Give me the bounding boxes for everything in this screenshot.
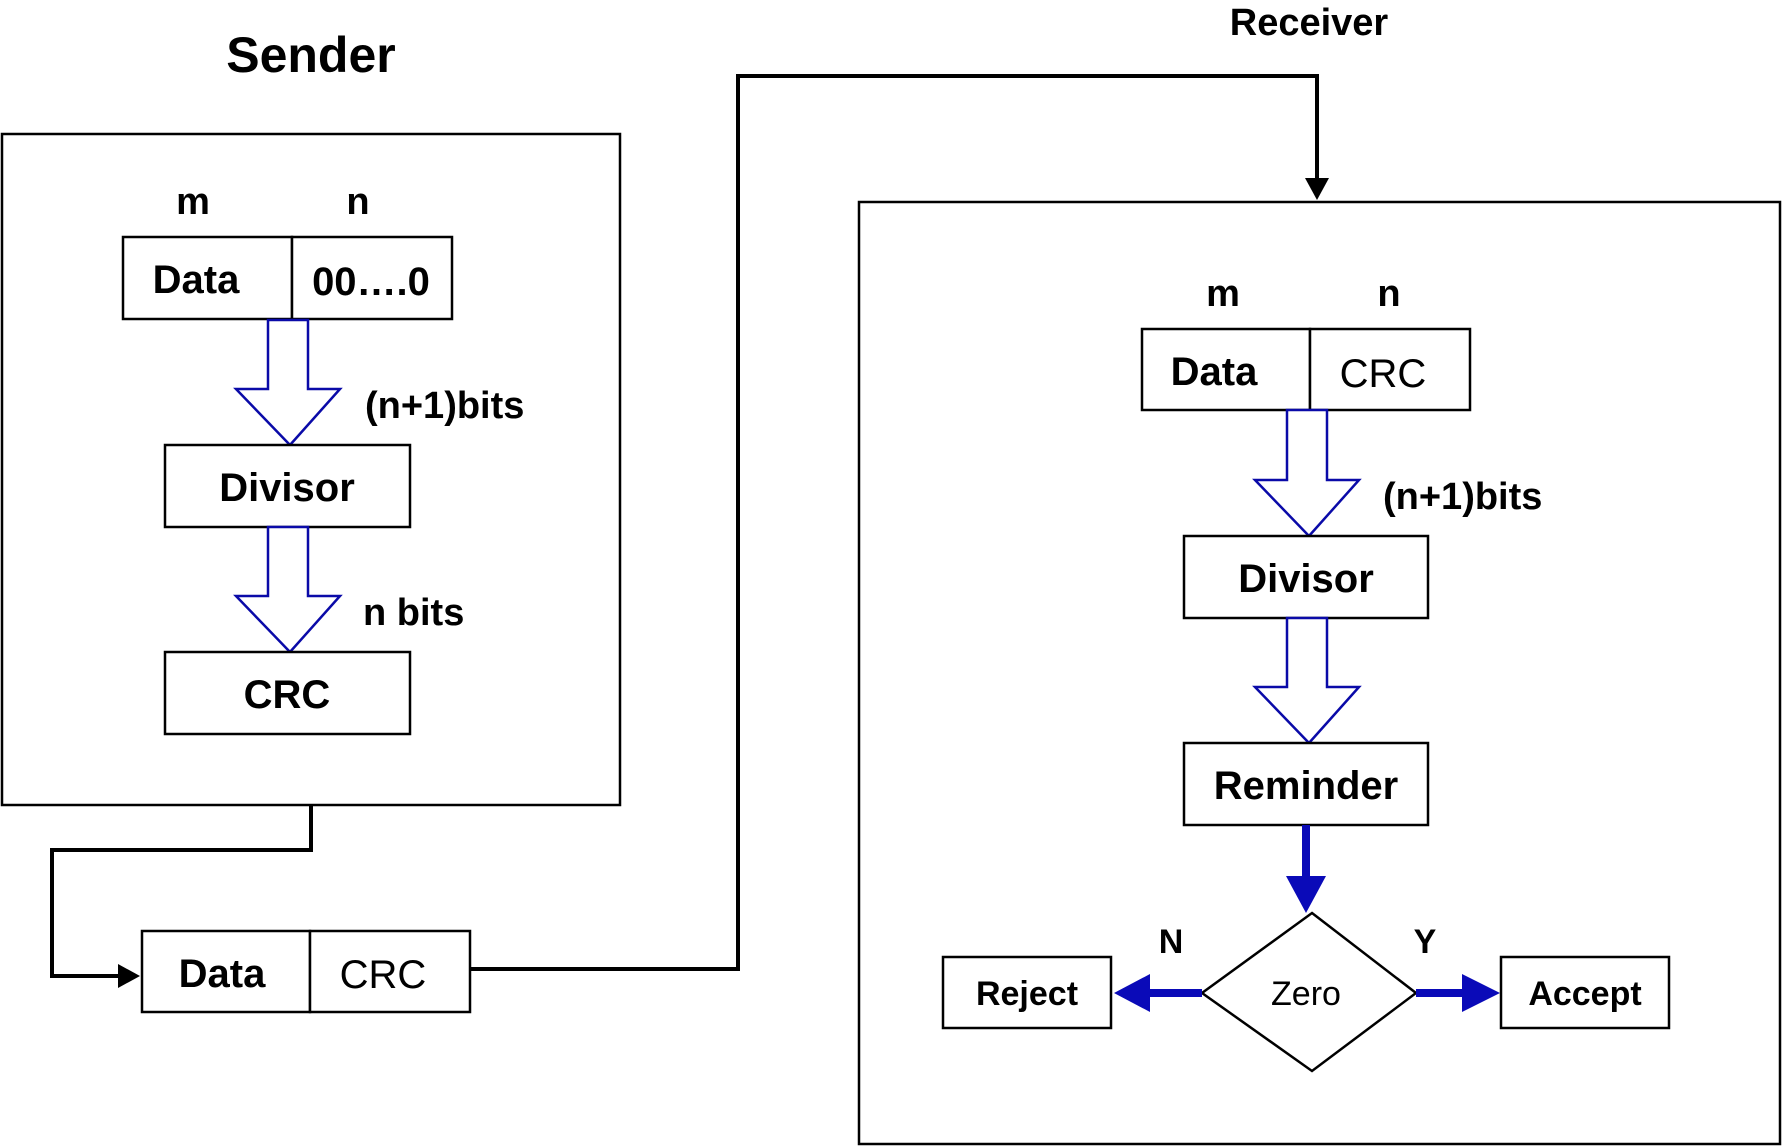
no-branch-label: N: [1159, 923, 1184, 961]
yes-branch-arrowhead: [1462, 974, 1500, 1012]
receiver-col-n: n: [1377, 273, 1400, 315]
transmitted-data-text: Data: [179, 952, 266, 996]
sender-divisor-box: [163, 443, 412, 529]
receiver-title: Receiver: [1230, 2, 1389, 44]
sender-data-text: Data: [153, 258, 240, 302]
sender-col-n: n: [346, 181, 369, 223]
sender-data-cell: [121, 235, 294, 321]
sender-arrow1-label: (n+1)bits: [365, 385, 524, 427]
no-branch-arrowhead: [1114, 974, 1150, 1012]
receiver-divisor-box: [1182, 534, 1430, 620]
sender-zeros-cell: [290, 235, 454, 321]
sender-zeros-text: 00….0: [312, 260, 430, 304]
frame-to-receiver-connector: [470, 74, 1319, 971]
receiver-data-text: Data: [1171, 350, 1258, 394]
receiver-col-m: m: [1206, 273, 1240, 315]
receiver-crc-cell: [1308, 327, 1472, 412]
reject-box: [941, 955, 1113, 1030]
sender-data-frame: Data 00….0: [121, 235, 454, 321]
frame-to-receiver-arrowhead: [1305, 178, 1329, 200]
receiver-remainder-text: Reminder: [1214, 764, 1399, 808]
sender-crc-text: CRC: [244, 673, 331, 717]
receiver-arrow1-label: (n+1)bits: [1383, 476, 1542, 518]
sender-crc-box: [163, 650, 412, 736]
transmitted-frame: Data CRC: [140, 929, 472, 1014]
yes-branch-label: Y: [1414, 923, 1437, 961]
sender-hollow-arrow-1: [233, 318, 343, 447]
sender-hollow-arrow-2: [233, 525, 343, 654]
sender-divisor-text: Divisor: [219, 466, 355, 510]
sender-title: Sender: [226, 27, 396, 83]
transmitted-crc-cell: [308, 929, 472, 1014]
accept-text: Accept: [1528, 975, 1641, 1013]
receiver-crc-text: CRC: [1340, 352, 1427, 396]
receiver-hollow-arrow-1: [1252, 408, 1362, 538]
accept-box: [1499, 955, 1671, 1030]
sender-to-frame-arrowhead: [118, 964, 140, 988]
zero-decision-diamond: [1199, 911, 1419, 1073]
reject-text: Reject: [976, 975, 1078, 1013]
sender-to-frame-connector: [50, 805, 313, 978]
transmitted-crc-text: CRC: [340, 953, 427, 997]
zero-decision-text: Zero: [1271, 975, 1341, 1013]
receiver-divisor-text: Divisor: [1238, 557, 1374, 601]
remainder-to-decision-arrowhead: [1286, 876, 1326, 913]
receiver-data-frame: Data CRC: [1140, 327, 1472, 412]
sender-arrow2-label: n bits: [363, 592, 464, 634]
receiver-remainder-box: [1182, 741, 1430, 827]
receiver-hollow-arrow-2: [1252, 616, 1362, 745]
sender-col-m: m: [176, 181, 210, 223]
receiver-data-cell: [1140, 327, 1312, 412]
